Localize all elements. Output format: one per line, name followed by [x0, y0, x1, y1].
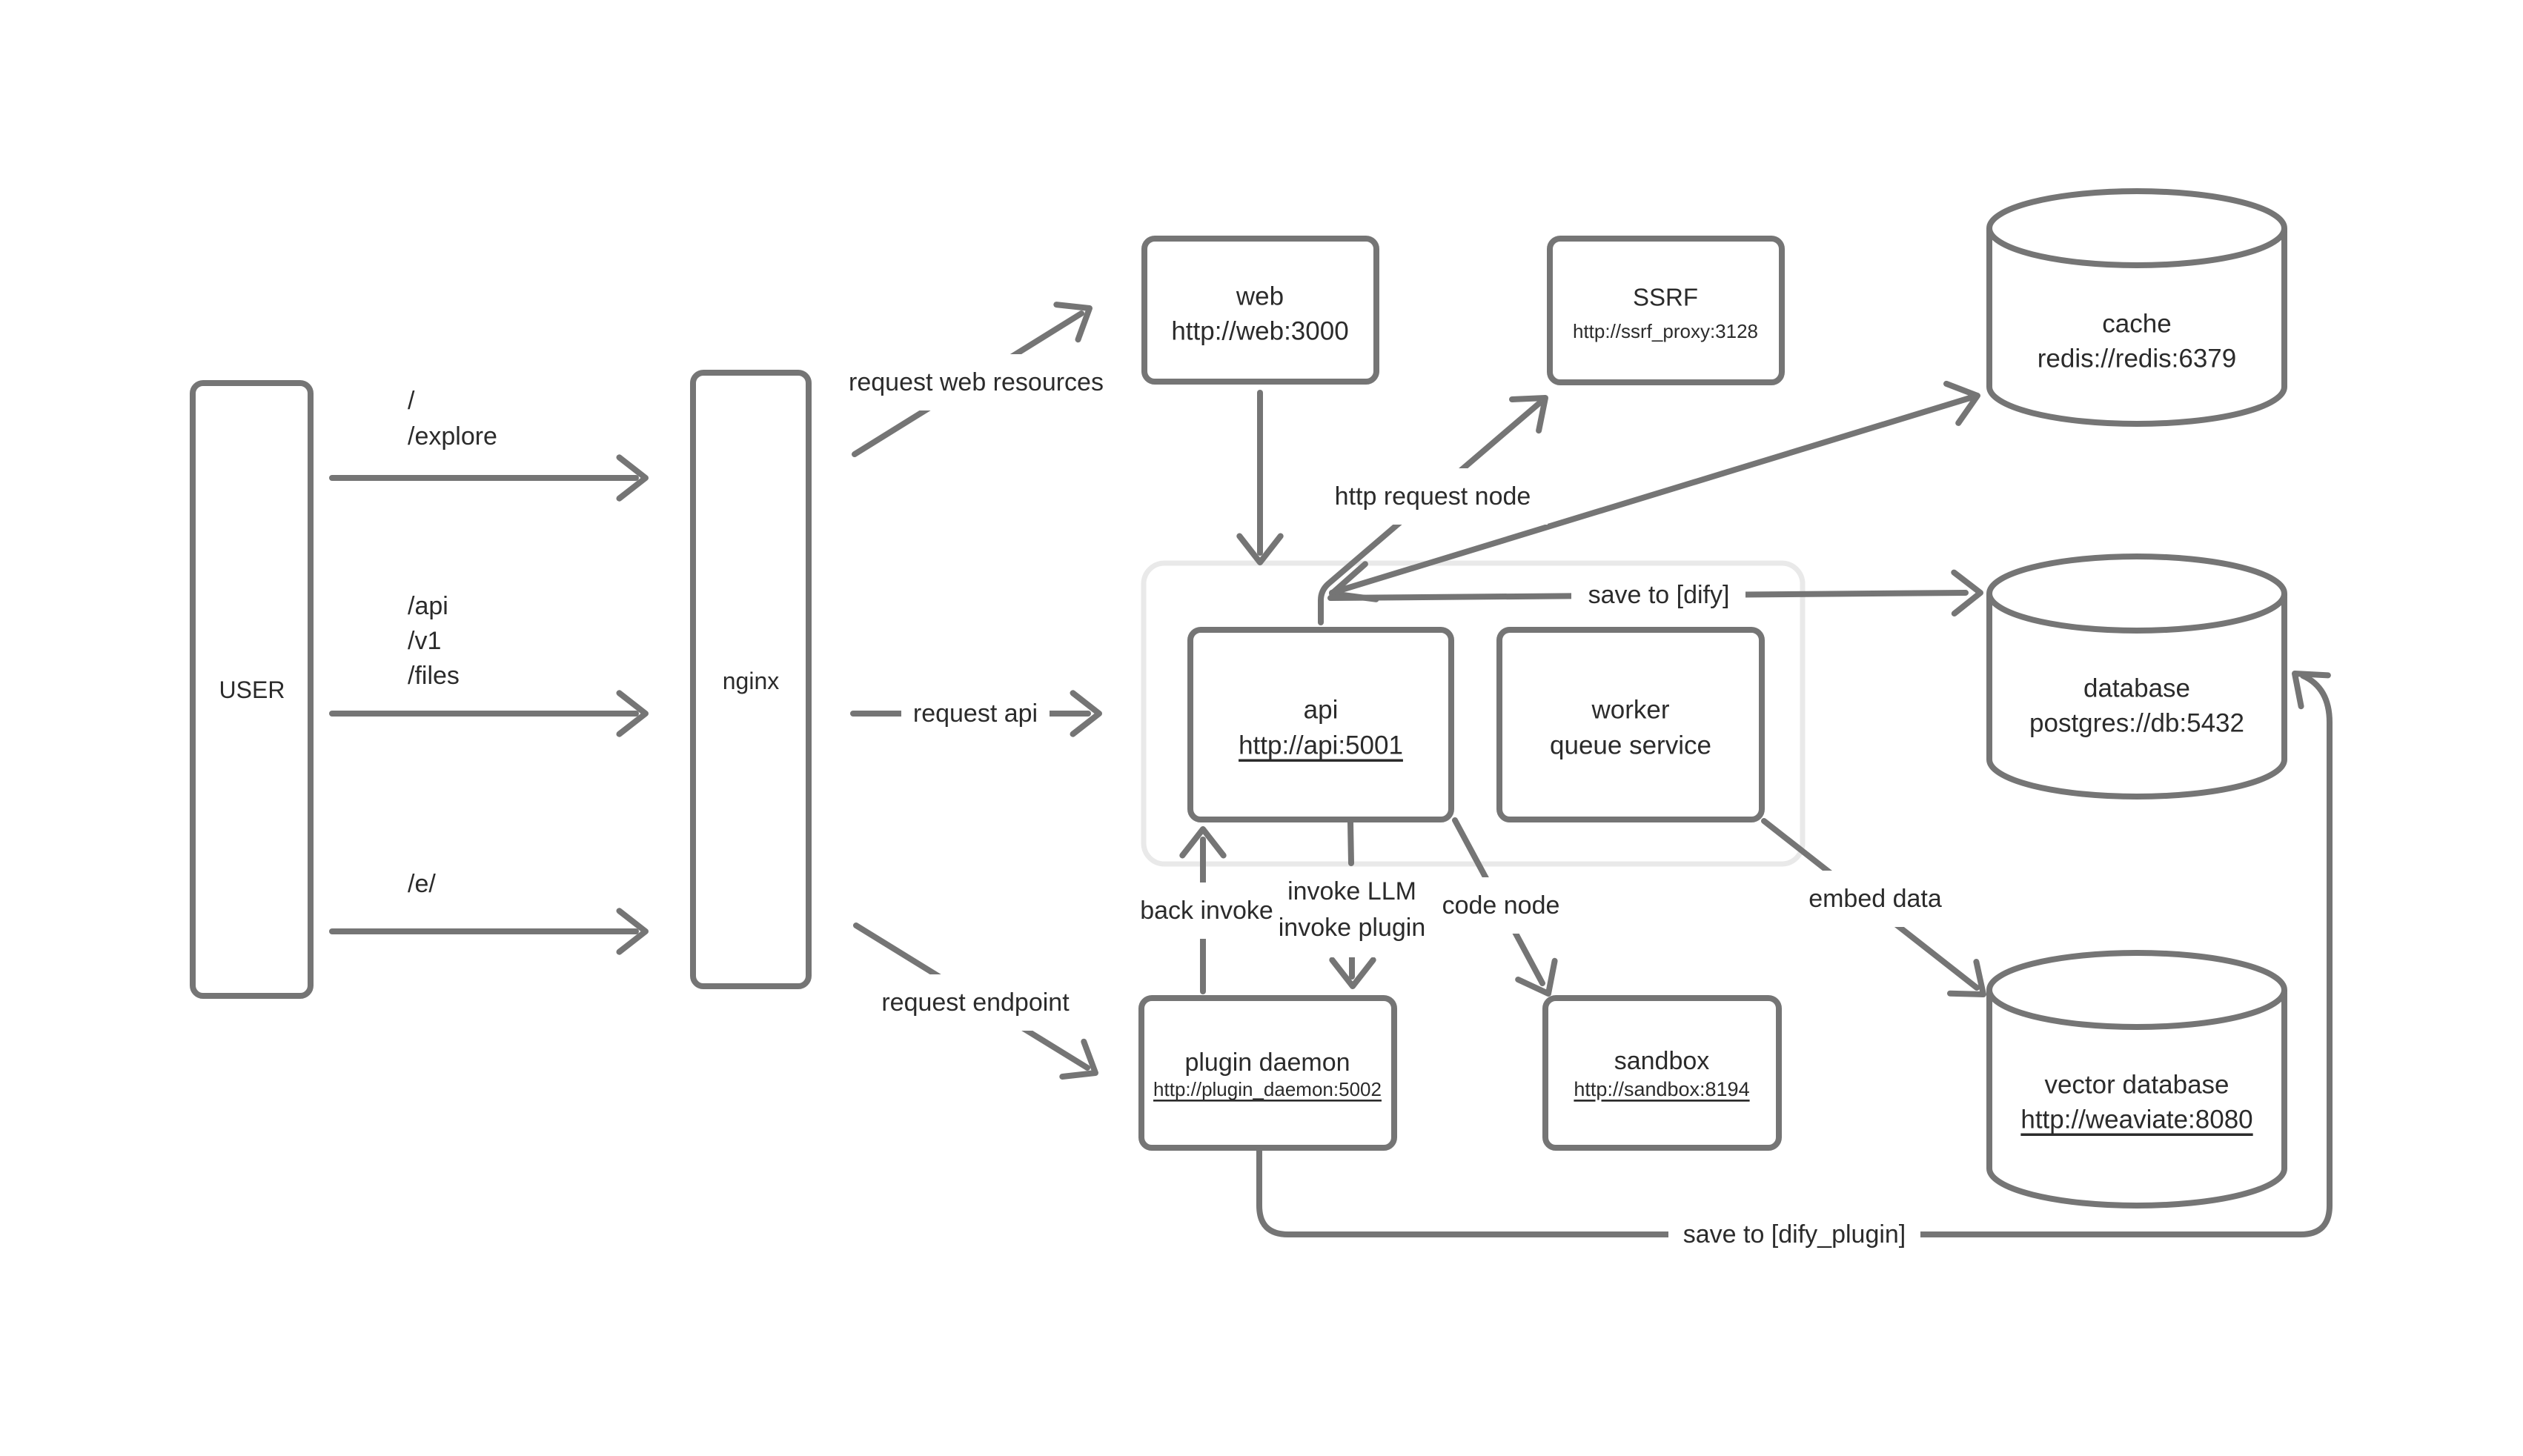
svg-text:code node: code node [1442, 891, 1560, 920]
svg-text:/explore: /explore [408, 422, 497, 451]
svg-text:http request node: http request node [1335, 482, 1531, 511]
svg-text:http://sandbox:8194: http://sandbox:8194 [1574, 1078, 1749, 1100]
svg-text:/v1: /v1 [408, 627, 441, 655]
svg-text:save to [dify_plugin]: save to [dify_plugin] [1683, 1220, 1906, 1249]
svg-text:http://plugin_daemon:5002: http://plugin_daemon:5002 [1153, 1078, 1382, 1100]
svg-text:invoke LLM: invoke LLM [1287, 877, 1416, 905]
svg-text:vector database: vector database [2044, 1071, 2229, 1100]
svg-text:save to [dify]: save to [dify] [1588, 581, 1730, 609]
svg-text:request endpoint: request endpoint [881, 988, 1070, 1017]
svg-text:api: api [1304, 696, 1339, 725]
svg-text:postgres://db:5432: postgres://db:5432 [2029, 709, 2244, 738]
svg-text:http://api:5001: http://api:5001 [1239, 731, 1403, 760]
svg-text:http://ssrf_proxy:3128: http://ssrf_proxy:3128 [1573, 320, 1758, 342]
svg-text:/files: /files [408, 662, 460, 690]
svg-text:redis://redis:6379: redis://redis:6379 [2038, 345, 2236, 373]
svg-text:web: web [1236, 282, 1284, 311]
svg-text:database: database [2083, 674, 2190, 703]
svg-text:worker: worker [1591, 696, 1669, 725]
svg-text:nginx: nginx [723, 668, 780, 694]
svg-text:/: / [408, 387, 415, 415]
svg-text:request web resources: request web resources [849, 368, 1104, 396]
svg-text:/e/: /e/ [408, 870, 436, 898]
svg-text:SSRF: SSRF [1633, 284, 1698, 311]
svg-text:cache: cache [2102, 310, 2171, 339]
svg-text:plugin daemon: plugin daemon [1184, 1048, 1350, 1077]
svg-text:request api: request api [913, 699, 1038, 728]
svg-text:embed data: embed data [1808, 885, 1942, 913]
svg-text:/api: /api [408, 592, 448, 620]
svg-text:back invoke: back invoke [1140, 897, 1273, 925]
svg-text:http://web:3000: http://web:3000 [1171, 317, 1348, 346]
svg-text:queue service: queue service [1550, 731, 1711, 760]
svg-text:http://weaviate:8080: http://weaviate:8080 [2020, 1106, 2252, 1134]
svg-text:sandbox: sandbox [1614, 1047, 1710, 1075]
svg-text:invoke plugin: invoke plugin [1279, 914, 1425, 942]
svg-text:USER: USER [219, 677, 285, 703]
